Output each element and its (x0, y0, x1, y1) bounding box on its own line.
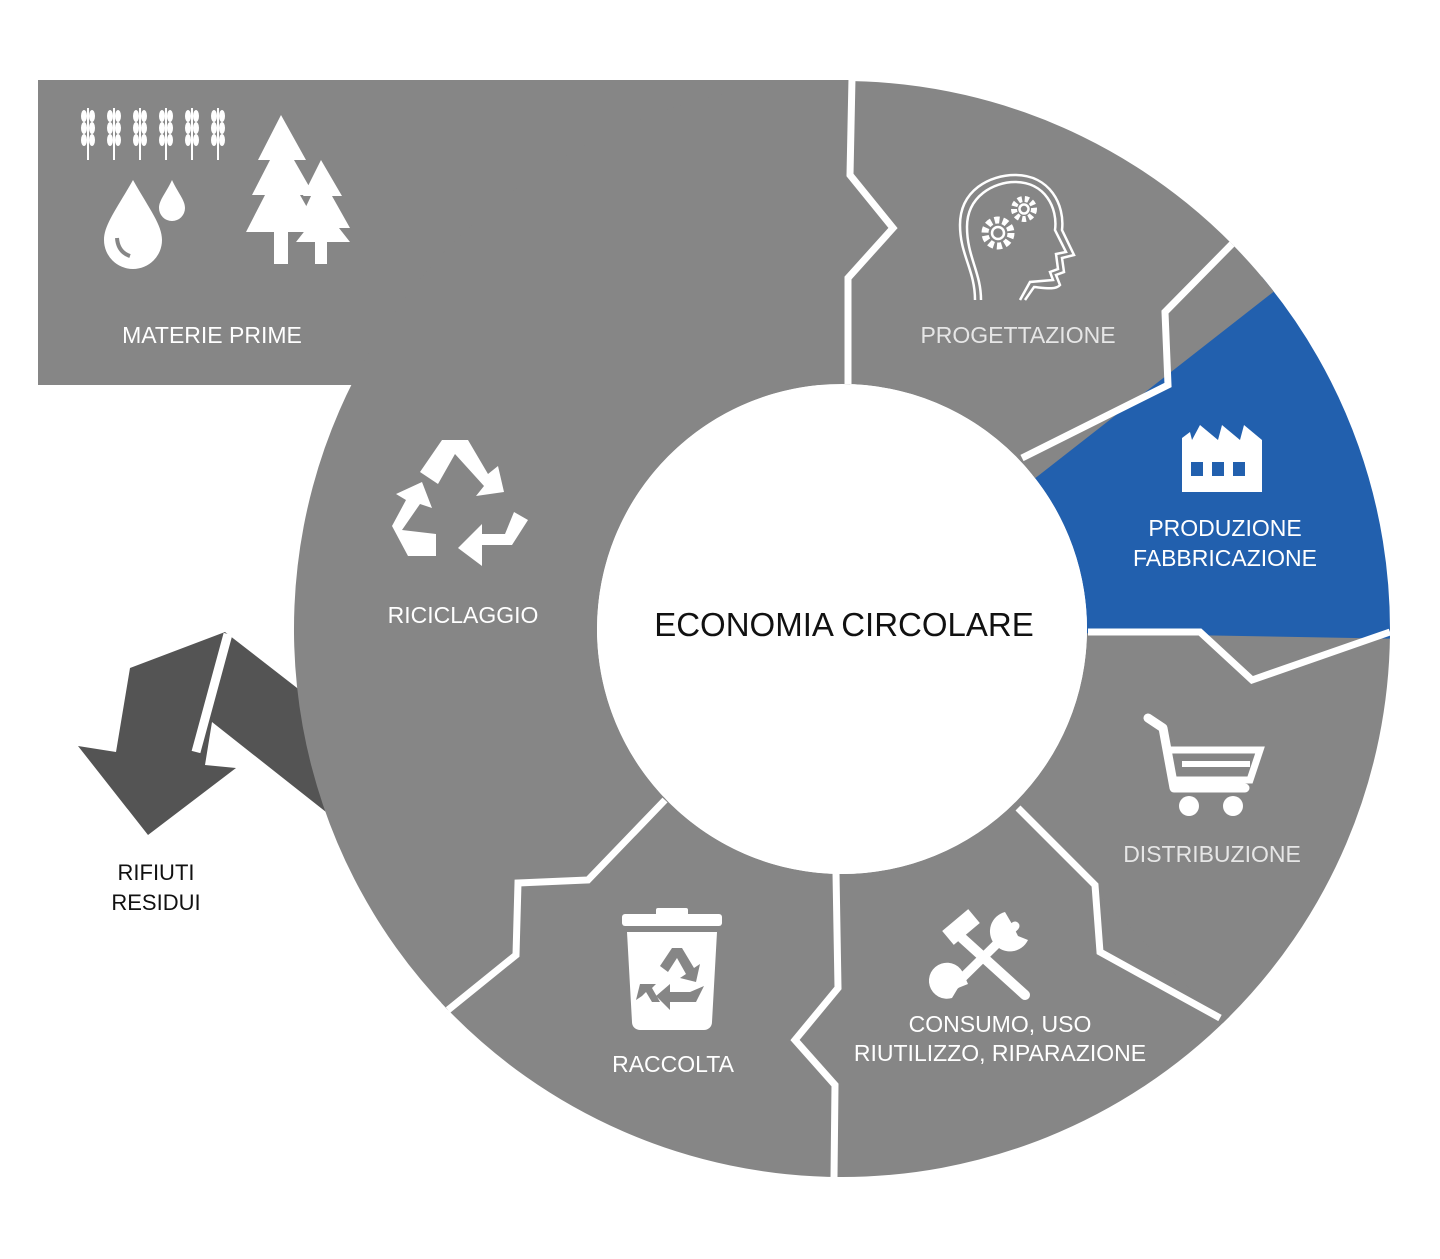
waste-arrow (78, 632, 328, 835)
label-materie-prime: MATERIE PRIME (122, 322, 302, 348)
tools-icon (928, 909, 1030, 1000)
label-riciclaggio: RICICLAGGIO (388, 602, 539, 628)
label-rifiuti: RIFIUTI (118, 860, 195, 885)
segment-consumo (832, 802, 1230, 1177)
label-raccolta: RACCOLTA (612, 1051, 734, 1077)
water-drops-icon (104, 180, 185, 269)
label-progettazione: PROGETTAZIONE (920, 322, 1115, 348)
center-circle (597, 384, 1087, 874)
head-gears-icon (958, 173, 1076, 301)
center-title: ECONOMIA CIRCOLARE (654, 606, 1034, 643)
label-distribuzione: DISTRIBUZIONE (1123, 841, 1301, 867)
segment-separators (445, 77, 1392, 1179)
factory-icon (1182, 425, 1262, 492)
label-produzione: PRODUZIONE (1148, 515, 1301, 541)
label-fabbricazione: FABBRICAZIONE (1133, 545, 1317, 571)
recycling-bin-icon (622, 908, 722, 1030)
wheat-icon (0, 0, 226, 161)
shopping-cart-icon (1143, 713, 1265, 816)
label-riutilizzo: RIUTILIZZO, RIPARAZIONE (854, 1040, 1146, 1066)
segment-distribuzione (1012, 629, 1390, 1024)
label-residui: RESIDUI (111, 890, 200, 915)
trees-icon (246, 115, 350, 264)
label-consumo: CONSUMO, USO (909, 1011, 1092, 1037)
recycle-icon (392, 440, 528, 566)
segment-riciclaggio (293, 81, 852, 1010)
